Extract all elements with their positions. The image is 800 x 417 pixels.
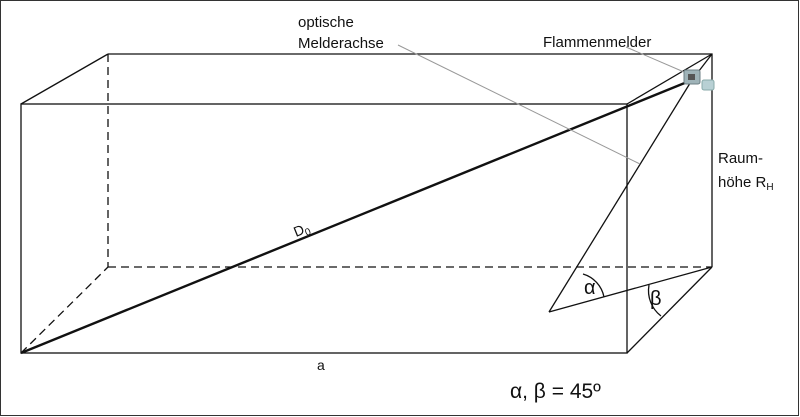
- alpha-arc: [582, 273, 605, 298]
- label-melderachse: Melderachse: [298, 35, 384, 52]
- label-flammenmelder: Flammenmelder: [543, 34, 651, 51]
- label-beta: β: [650, 288, 662, 310]
- label-alpha: α: [584, 277, 596, 299]
- hidden-edge-bottom-left: [20, 266, 109, 354]
- front-face: [20, 103, 628, 354]
- distance-d0-line: [20, 78, 693, 355]
- edge-top-right: [626, 53, 713, 105]
- edge-top-left: [20, 53, 109, 105]
- detector-pointer-line: [625, 46, 685, 73]
- label-hoehe: höhe RH: [718, 174, 774, 193]
- beta-arc: [647, 284, 662, 317]
- label-a: a: [317, 357, 325, 373]
- label-raum: Raum-: [718, 150, 763, 167]
- floor-diagonal-line: [548, 266, 713, 313]
- axis-pointer-line: [397, 44, 641, 165]
- flame-detector-icon: [683, 69, 715, 91]
- edge-bottom-right: [626, 266, 713, 354]
- label-optische: optische: [298, 14, 354, 31]
- label-formula: α, β = 45º: [510, 380, 601, 403]
- detector-floor-line: [548, 79, 693, 313]
